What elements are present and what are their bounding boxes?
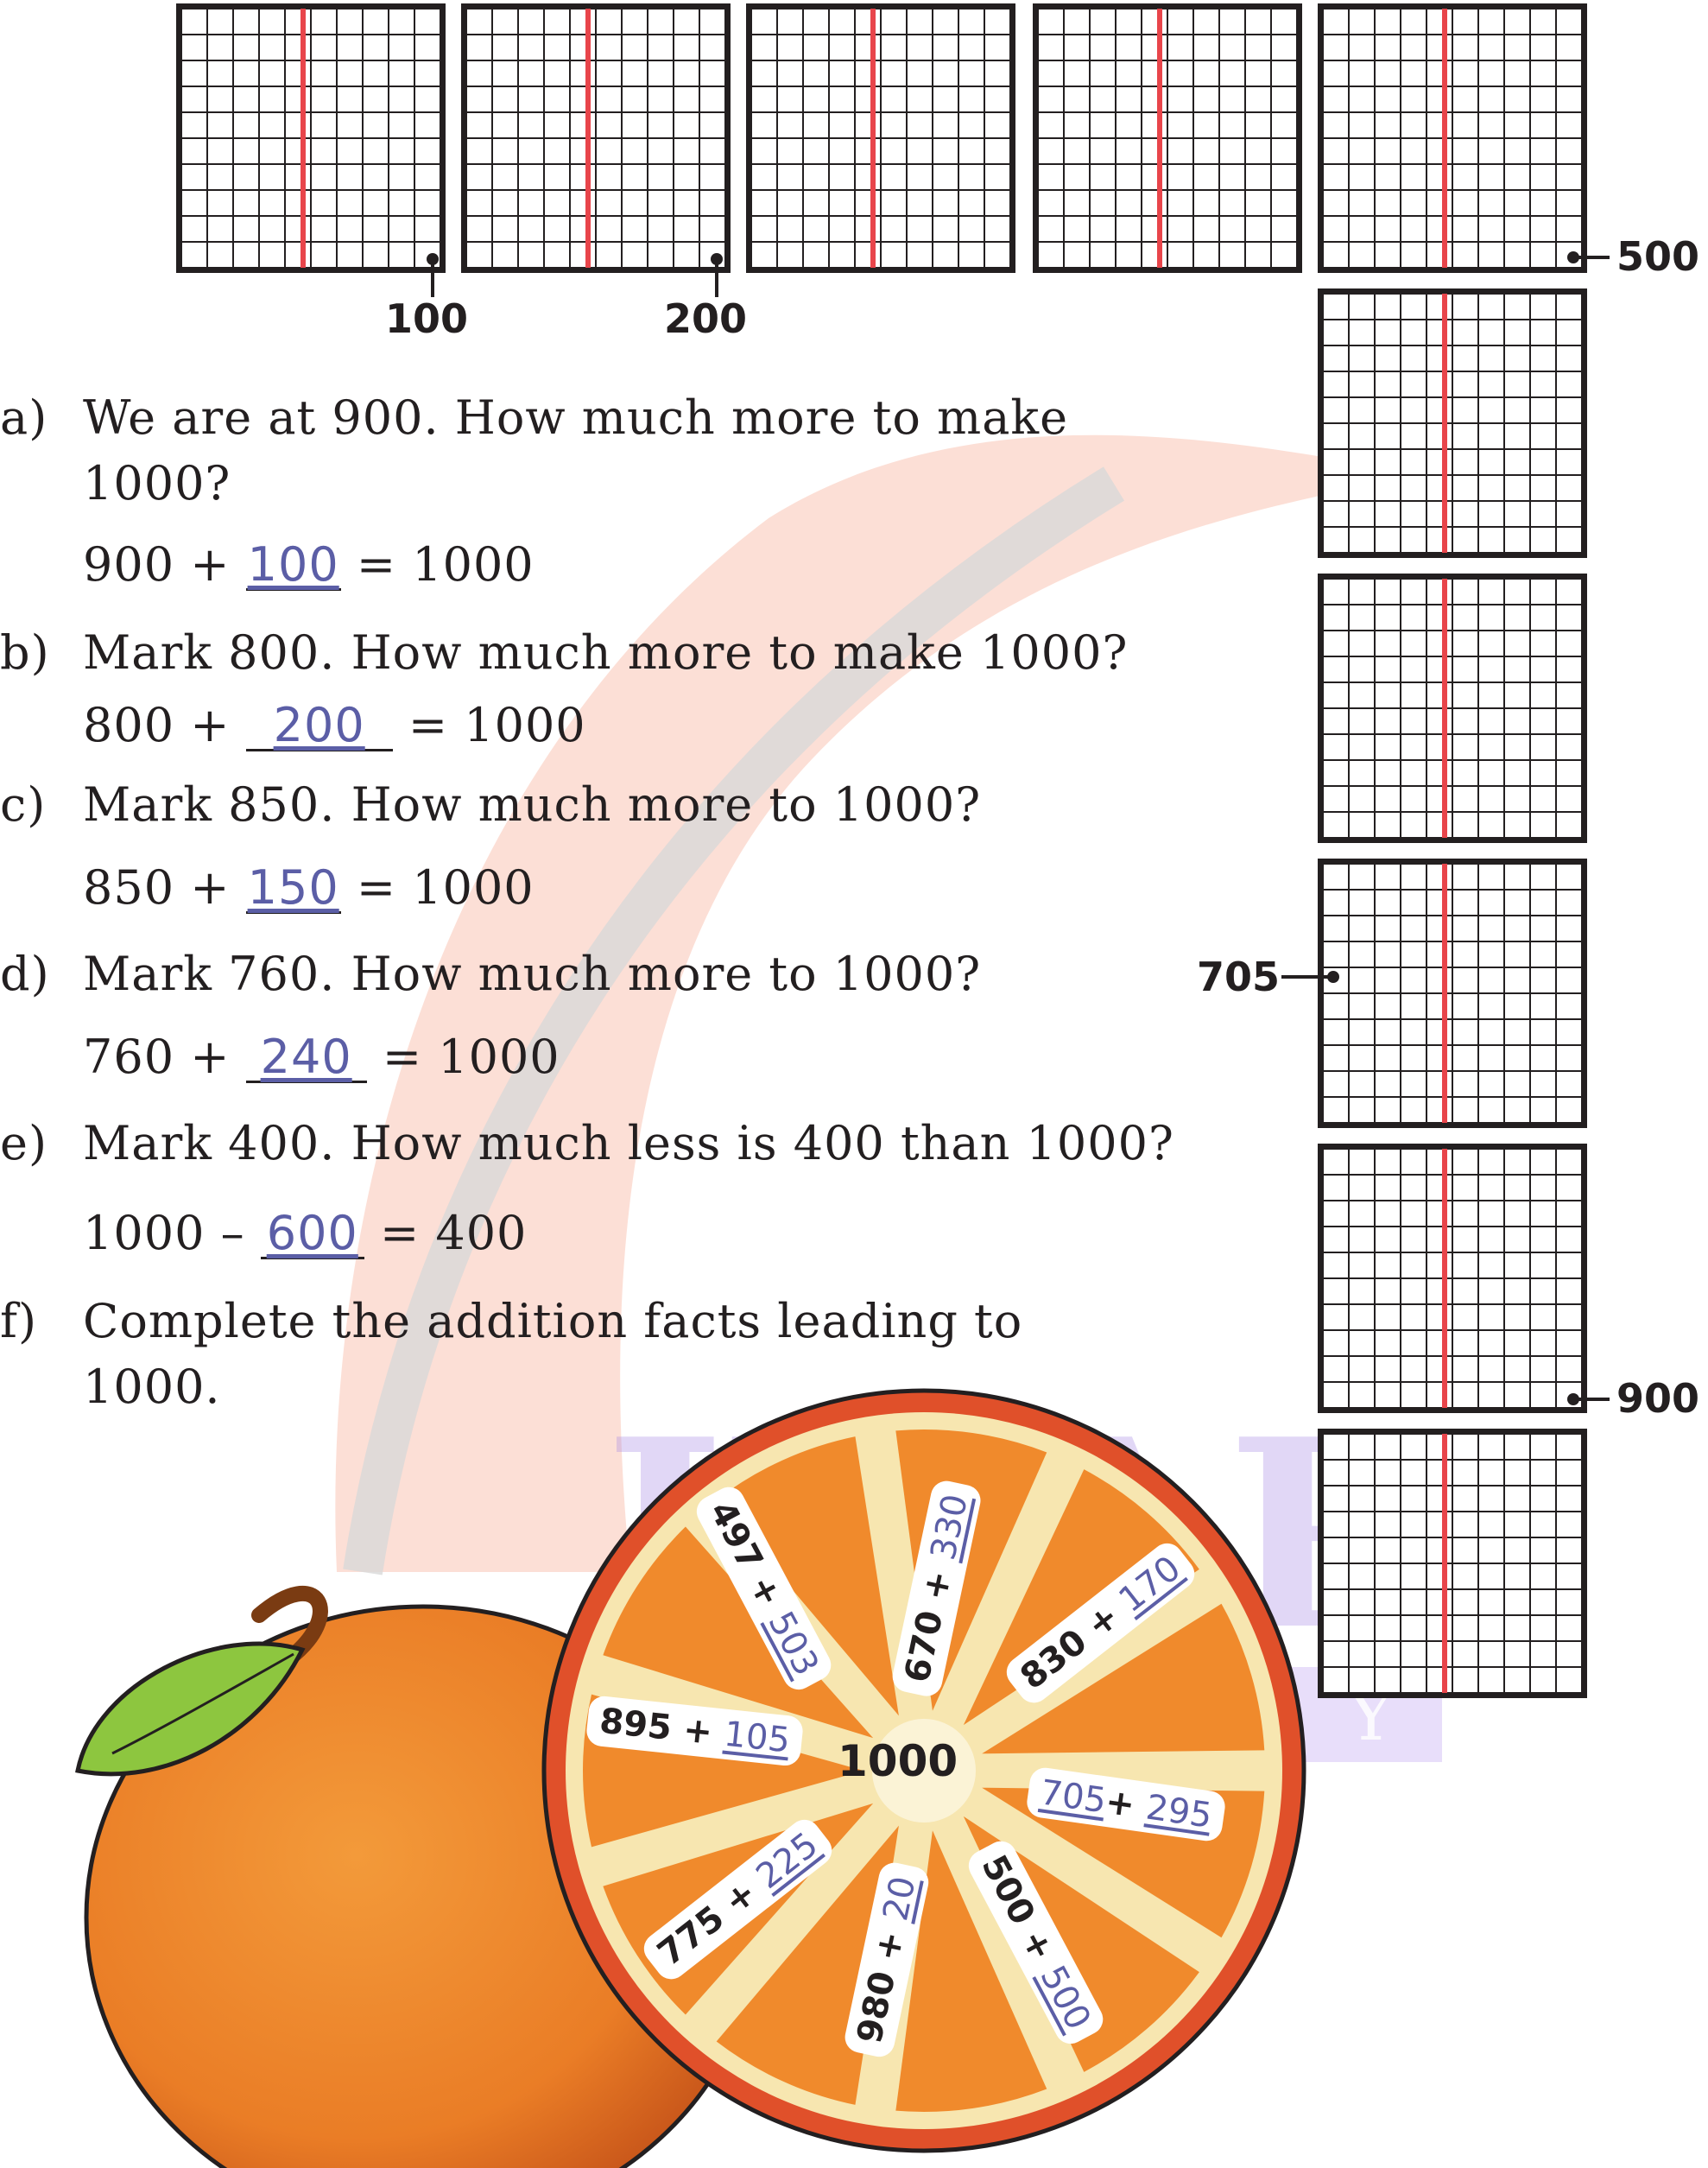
marker-200-line [715, 259, 718, 297]
equation-e-right: = 400 [379, 1206, 528, 1260]
question-f-text-2: 1000. [83, 1360, 221, 1414]
equation-b-right: = 1000 [408, 698, 586, 752]
fact-7-answer: 20 [876, 1873, 924, 1924]
hundred-grid-10 [1318, 1429, 1587, 1698]
answer-b: 200 [273, 698, 365, 752]
equation-d-right: = 1000 [382, 1030, 560, 1084]
question-e-letter: e) [0, 1116, 48, 1170]
hundred-grid-1 [176, 3, 446, 273]
question-f-letter: f) [0, 1294, 38, 1348]
question-d-letter: d) [0, 947, 50, 1001]
equation-c: 850 + 150 = 1000 [83, 860, 535, 915]
equation-c-right: = 1000 [356, 860, 535, 915]
answer-d: 240 [260, 1030, 352, 1084]
marker-705-dot [1327, 971, 1339, 983]
question-e-text: Mark 400. How much less is 400 than 1000… [83, 1116, 1174, 1170]
hundred-grid-7 [1318, 574, 1587, 843]
equation-d: 760 + 240 = 1000 [83, 1030, 560, 1084]
hundred-grid-3 [746, 3, 1015, 273]
equation-b: 800 + 200 = 1000 [83, 698, 586, 752]
orange-segment [982, 1603, 1265, 1754]
equation-c-left: 850 + [83, 860, 231, 915]
equation-a-right: = 1000 [356, 537, 535, 592]
question-b-text: Mark 800. How much more to make 1000? [83, 625, 1129, 680]
marker-500-line [1573, 256, 1610, 259]
marker-900-line [1573, 1398, 1610, 1401]
label-100: 100 [385, 295, 469, 342]
equation-a: 900 + 100 = 1000 [83, 537, 535, 592]
hundred-grid-8 [1318, 859, 1587, 1128]
hundred-grid-5 [1318, 3, 1587, 273]
hundred-grid-9 [1318, 1144, 1587, 1413]
question-a-letter: a) [0, 390, 48, 445]
label-200: 200 [664, 295, 748, 342]
fact-5-answer-a: 705 [1037, 1772, 1109, 1822]
question-c-text: Mark 850. How much more to 1000? [83, 777, 982, 832]
equation-e-left: 1000 – [83, 1206, 245, 1260]
answer-e: 600 [266, 1206, 358, 1260]
label-500: 500 [1616, 233, 1700, 280]
answer-a: 100 [247, 537, 339, 592]
question-d-text: Mark 760. How much more to 1000? [83, 947, 982, 1001]
orange-segment [895, 1830, 1047, 2112]
question-c-letter: c) [0, 777, 47, 832]
question-f-text: Complete the addition facts leading to [83, 1294, 1023, 1348]
equation-a-left: 900 + [83, 537, 231, 592]
fact-5-answer-b: 295 [1143, 1787, 1215, 1836]
question-a-text-2: 1000? [83, 456, 231, 510]
leaf-watermark [335, 434, 1426, 1575]
equation-b-left: 800 + [83, 698, 231, 752]
orange-segment [716, 1436, 899, 1716]
label-705: 705 [1197, 954, 1281, 1000]
fact-2-answer: 330 [923, 1491, 977, 1564]
question-a-text: We are at 900. How much more to make [83, 390, 1069, 445]
equation-e: 1000 – 600 = 400 [83, 1206, 527, 1260]
slice-center-label: 1000 [838, 1736, 958, 1786]
hundred-grid-2 [461, 3, 731, 273]
equation-d-left: 760 + [83, 1030, 231, 1084]
label-900: 900 [1616, 1375, 1700, 1422]
marker-705-line [1281, 975, 1330, 979]
marker-100-line [431, 259, 434, 297]
fact-4-answer: 105 [722, 1714, 793, 1761]
answer-c: 150 [247, 860, 339, 915]
hundred-grid-6 [1318, 288, 1587, 558]
question-b-letter: b) [0, 625, 50, 680]
hundred-grid-4 [1033, 3, 1302, 273]
